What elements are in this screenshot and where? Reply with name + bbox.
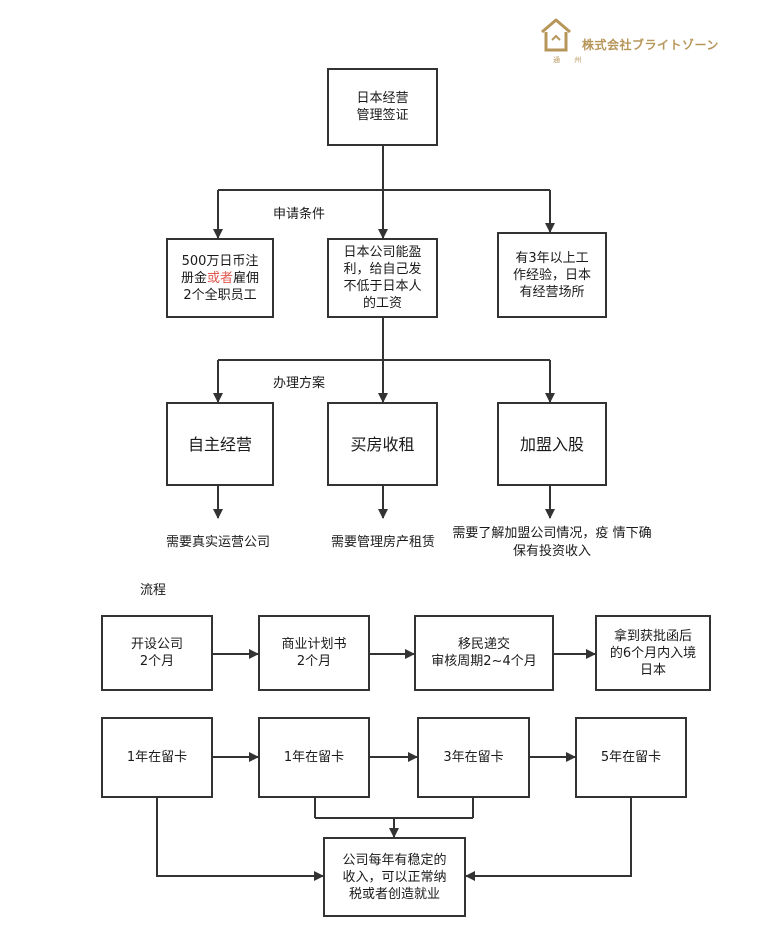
condition-1-line-2: 册金或者雇佣 bbox=[181, 270, 259, 287]
residence-card-3: 3年在留卡 bbox=[417, 717, 530, 798]
plan-3-label: 加盟入股 bbox=[519, 434, 584, 454]
plan-1-note: 需要真实运营公司 bbox=[165, 535, 270, 550]
requirement-line-1: 公司每年有稳定的 bbox=[342, 852, 447, 868]
arrow-res-4-to-requirement bbox=[465, 798, 632, 881]
residence-card-2-label: 1年在留卡 bbox=[283, 750, 345, 765]
condition-1-highlight: 或者 bbox=[206, 270, 233, 286]
residence-card-4-label: 5年在留卡 bbox=[600, 750, 662, 765]
process-label: 流程 bbox=[140, 583, 167, 598]
condition-3-line-1: 有3年以上工 bbox=[515, 250, 589, 266]
residence-card-4: 5年在留卡 bbox=[575, 717, 687, 798]
plan-3-note-line-1: 需要了解加盟公司情况，疫 bbox=[452, 526, 609, 541]
process-step-2: 商业计划书 2个月 bbox=[258, 615, 370, 691]
process-step-3: 移民递交 审核周期2~4个月 bbox=[414, 615, 554, 691]
process-step-1-line-1: 开设公司 bbox=[130, 637, 183, 652]
residence-card-2: 1年在留卡 bbox=[258, 717, 370, 798]
residence-card-3-label: 3年在留卡 bbox=[443, 750, 504, 765]
process-step-4-line-1: 拿到获批函后 bbox=[613, 628, 692, 644]
house-logo-icon bbox=[541, 18, 571, 52]
condition-2-line-4: 的工资 bbox=[362, 296, 402, 311]
residence-card-1-label: 1年在留卡 bbox=[126, 750, 188, 765]
root-line-1: 日本经营 bbox=[356, 91, 409, 106]
residence-card-1: 1年在留卡 bbox=[101, 717, 213, 798]
process-step-4: 拿到获批函后 的6个月内入境 日本 bbox=[595, 615, 711, 691]
condition-box-3: 有3年以上工 作经验，日本 有经营场所 bbox=[497, 232, 607, 318]
condition-box-1: 500万日币注 册金或者雇佣 2个全职员工 bbox=[166, 238, 274, 318]
plan-box-1: 自主经营 bbox=[166, 402, 274, 486]
root-box: 日本经营 管理签证 bbox=[327, 68, 438, 146]
process-step-3-line-2: 审核周期2~4个月 bbox=[431, 654, 537, 669]
condition-2-line-2: 利，给自己发 bbox=[343, 262, 422, 277]
plan-2-note: 需要管理房产租赁 bbox=[330, 535, 435, 550]
condition-2-line-1: 日本公司能盈 bbox=[343, 245, 422, 260]
plan-1-label: 自主经营 bbox=[187, 434, 252, 454]
arrow-res-1-to-requirement bbox=[156, 798, 324, 881]
condition-1-line-3: 2个全职员工 bbox=[183, 287, 257, 303]
plan-box-2: 买房收租 bbox=[327, 402, 438, 486]
condition-2-line-3: 不低于日本人 bbox=[343, 279, 422, 294]
requirement-line-2: 收入，可以正常纳 bbox=[342, 869, 447, 885]
process-step-4-line-2: 的6个月内入境 bbox=[609, 645, 697, 661]
company-logo-text: 株式会社ブライトゾーン bbox=[582, 38, 719, 52]
plan-box-3: 加盟入股 bbox=[497, 402, 607, 486]
plan-2-label: 买房收租 bbox=[350, 434, 415, 454]
condition-1-text-b: 雇佣 bbox=[233, 270, 260, 286]
condition-box-2: 日本公司能盈 利，给自己发 不低于日本人 的工资 bbox=[327, 238, 438, 318]
process-step-4-line-3: 日本 bbox=[639, 662, 666, 678]
process-step-1-line-2: 2个月 bbox=[139, 654, 175, 669]
requirement-box: 公司每年有稳定的 收入，可以正常纳 税或者创造就业 bbox=[323, 837, 466, 917]
process-step-3-line-1: 移民递交 bbox=[457, 637, 510, 652]
plans-label: 办理方案 bbox=[273, 376, 326, 391]
company-logo-subtext: 通 州 bbox=[553, 56, 588, 64]
conditions-label: 申请条件 bbox=[273, 207, 326, 222]
condition-1-line-1: 500万日币注 bbox=[181, 253, 259, 269]
condition-3-line-2: 作经验，日本 bbox=[512, 267, 591, 283]
condition-3-line-3: 有经营场所 bbox=[519, 284, 585, 300]
plan-3-note-line-2: 情下确保有投资收入 bbox=[512, 526, 652, 559]
condition-1-text-a: 册金 bbox=[180, 270, 207, 286]
process-step-2-line-1: 商业计划书 bbox=[281, 637, 347, 652]
root-line-2: 管理签证 bbox=[356, 108, 409, 123]
process-step-2-line-2: 2个月 bbox=[296, 654, 332, 669]
process-step-1: 开设公司 2个月 bbox=[101, 615, 213, 691]
plan-3-note: 需要了解加盟公司情况，疫 情下确保有投资收入 bbox=[452, 525, 652, 561]
requirement-line-3: 税或者创造就业 bbox=[348, 886, 440, 902]
